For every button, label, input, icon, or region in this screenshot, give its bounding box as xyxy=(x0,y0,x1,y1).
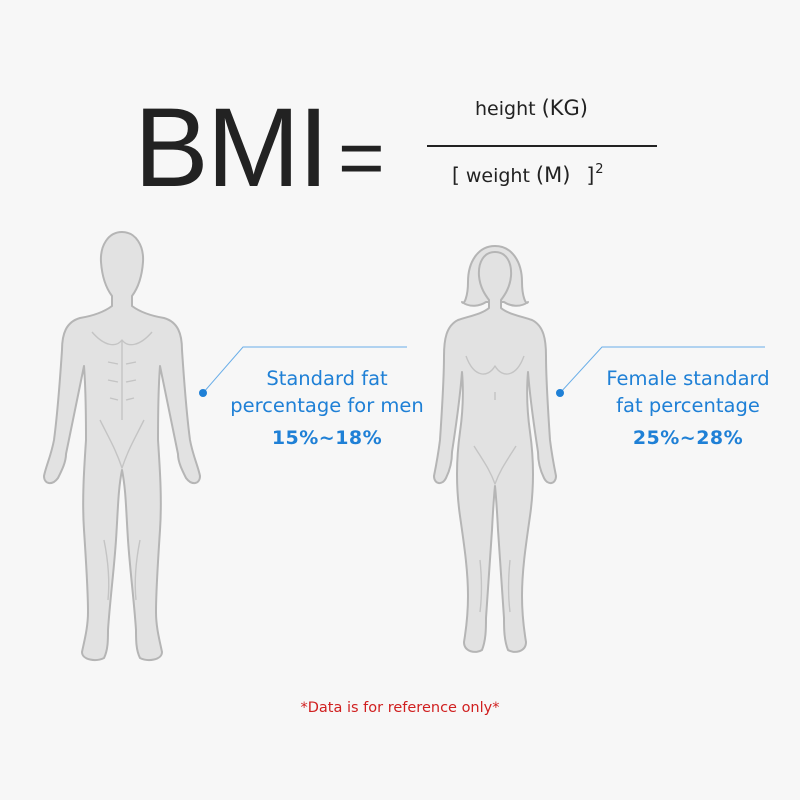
formula-equals-sign: = xyxy=(338,113,385,202)
men-fat-range: 15%~18% xyxy=(271,427,383,449)
numerator-unit: (KG) xyxy=(541,96,588,120)
women-leader-line xyxy=(556,346,765,397)
formula-denominator: [ weight(M) ]2 xyxy=(452,162,604,187)
men-fat-label-line1: Standard fat xyxy=(266,367,388,390)
formula-bmi-text: BMI xyxy=(134,85,329,210)
women-fat-range: 25%~28% xyxy=(632,427,744,449)
women-pointer-dot xyxy=(556,389,564,397)
women-fat-label: Female standard fat percentage xyxy=(578,365,798,419)
women-fat-label-line2: fat percentage xyxy=(616,394,760,417)
numerator-word: height xyxy=(475,98,536,120)
denominator-unit: (M) xyxy=(535,163,571,187)
denominator-exponent: 2 xyxy=(595,162,604,177)
disclaimer-text: *Data is for reference only* xyxy=(300,700,500,716)
female-figure-icon xyxy=(433,245,557,653)
denominator-close-bracket: ] xyxy=(586,163,595,187)
men-leader-line xyxy=(199,346,407,397)
formula-numerator: height(KG) xyxy=(475,96,625,120)
male-figure-icon xyxy=(43,231,201,661)
women-fat-label-line1: Female standard xyxy=(606,367,770,390)
men-fat-label-line2: percentage for men xyxy=(230,394,424,417)
men-pointer-dot xyxy=(199,389,207,397)
fraction-bar xyxy=(427,145,657,147)
denominator-word: weight xyxy=(465,165,530,187)
men-fat-label: Standard fat percentage for men xyxy=(212,365,442,419)
denominator-open-bracket: [ xyxy=(452,163,460,187)
